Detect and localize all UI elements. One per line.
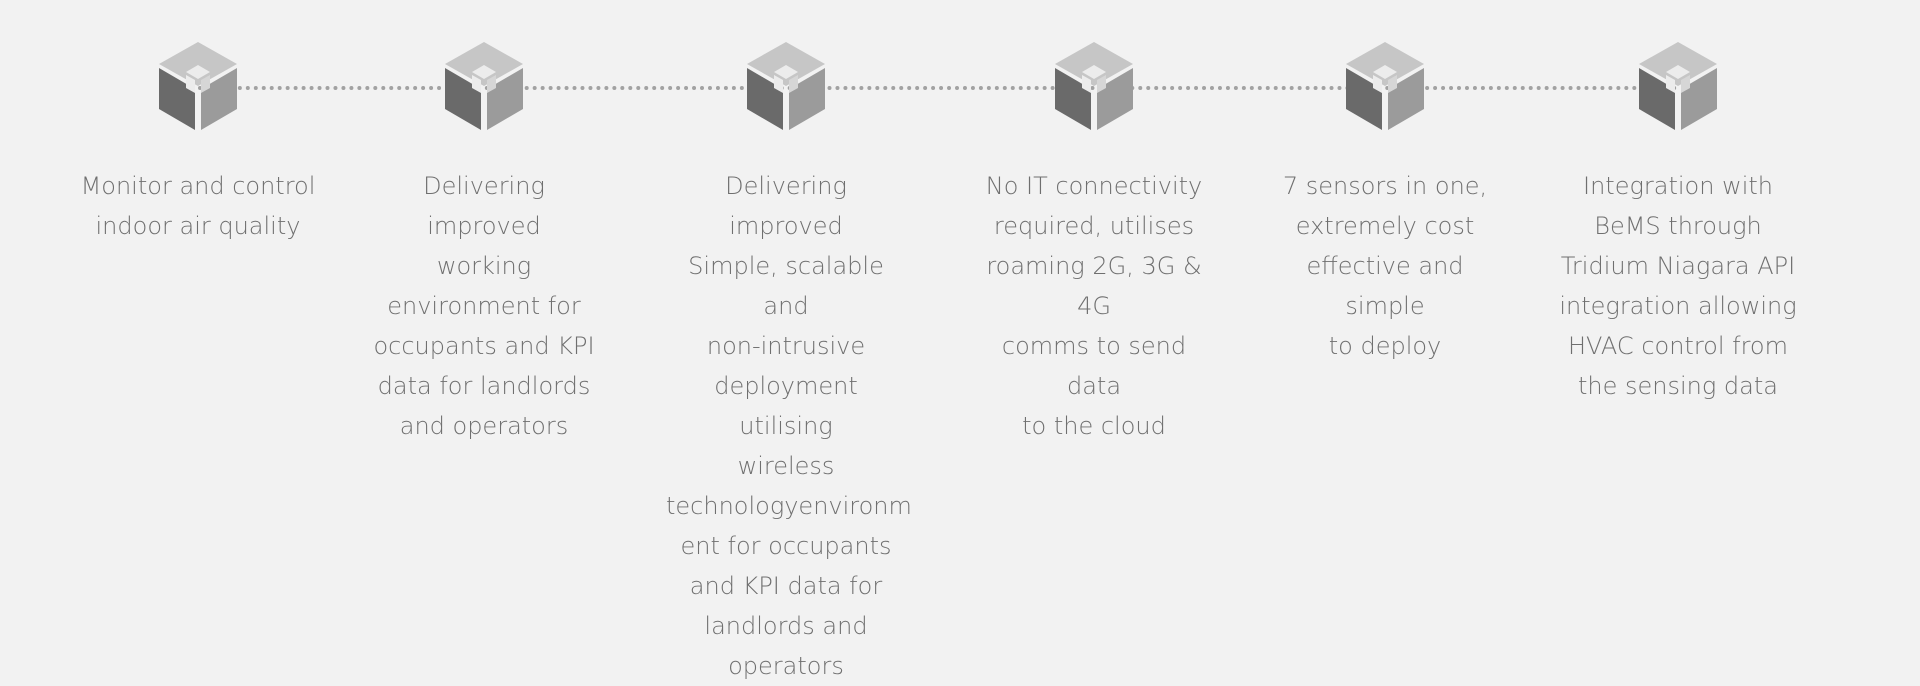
cube-icon — [1639, 42, 1717, 130]
feature-step: Integration with BeMS through Tridium Ni… — [1558, 40, 1798, 406]
feature-description: Delivering improved working environment … — [373, 172, 595, 440]
dotted-connector-line — [198, 86, 1678, 90]
cube-icon — [159, 42, 237, 130]
feature-step: No IT connectivity required, utilises ro… — [974, 40, 1214, 446]
cube-icon — [1346, 42, 1424, 130]
feature-description: Integration with BeMS through Tridium Ni… — [1559, 172, 1797, 400]
cube-icon — [747, 42, 825, 130]
cube-icon — [1055, 42, 1133, 130]
feature-timeline: Monitor and control indoor air quality D… — [78, 40, 1798, 680]
feature-description: No IT connectivity required, utilises ro… — [985, 172, 1203, 440]
feature-step: Monitor and control indoor air quality — [78, 40, 318, 246]
feature-description: Monitor and control indoor air quality — [80, 172, 316, 240]
feature-step: 7 sensors in one, extremely cost effecti… — [1265, 40, 1505, 366]
feature-description: 7 sensors in one, extremely cost effecti… — [1282, 172, 1488, 360]
cube-icon — [445, 42, 523, 130]
feature-description: Delivering improved Simple, scalable and… — [666, 172, 912, 680]
feature-step: Delivering improved Simple, scalable and… — [666, 40, 912, 686]
feature-step: Delivering improved working environment … — [364, 40, 604, 446]
